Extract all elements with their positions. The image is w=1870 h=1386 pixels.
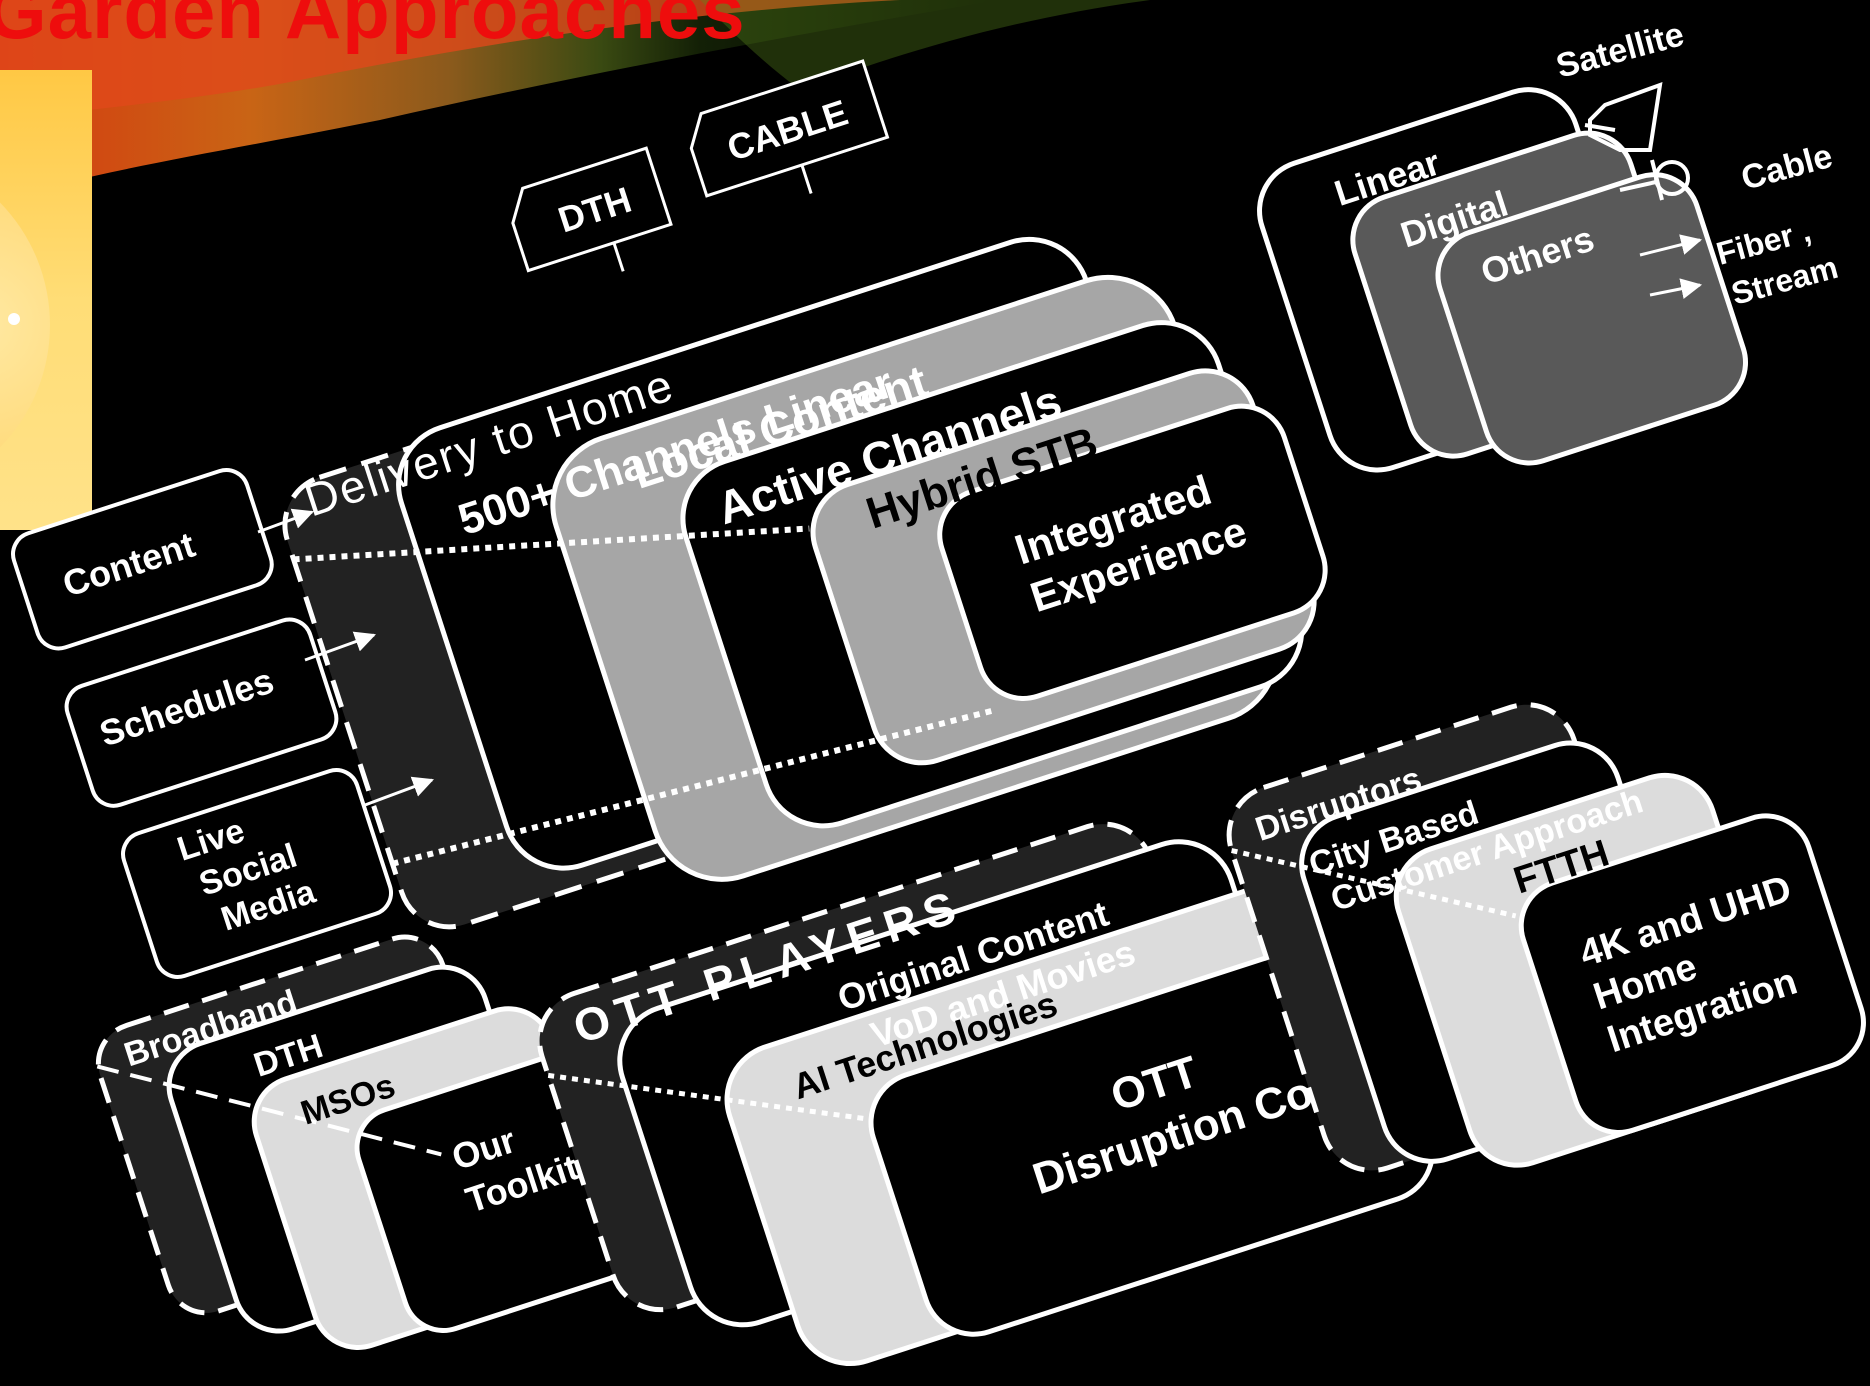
live-social-box: Live Social Media <box>121 768 393 979</box>
sun-highlight-dot <box>8 313 20 325</box>
disruptor-stack: Disruptors City Based Customer Approach … <box>1226 702 1866 1173</box>
cable-icon <box>1619 159 1690 201</box>
header-swoosh <box>0 0 1150 200</box>
content-box: Content <box>11 468 274 651</box>
distribution-stack: Linear Digital Others <box>1257 87 1749 473</box>
fiber-arrow-1 <box>1639 234 1703 257</box>
main-stack: Delivery to Home 500+ Channels Linear Lo… <box>282 236 1328 930</box>
sun-image-panel <box>0 70 92 530</box>
dotted-connector <box>391 707 996 867</box>
fiber-arrow-2 <box>1649 278 1703 300</box>
dotted-connector <box>293 525 810 563</box>
dth-tag: DTH <box>511 146 673 273</box>
cable-label: Cable <box>1737 137 1836 198</box>
slide-title: Garden Approaches <box>0 0 746 55</box>
ott-dotted-connector <box>547 1072 868 1122</box>
bb-dashed-connector <box>96 1064 442 1157</box>
cable-tag: CABLE <box>689 59 890 198</box>
uhd-box <box>1518 813 1866 1135</box>
disruptor-dotted-connector <box>1231 848 1517 919</box>
live-arrow <box>364 776 434 807</box>
schedules-box: Schedules <box>64 617 339 808</box>
content-arrow <box>257 508 314 534</box>
integrated-box <box>937 403 1328 701</box>
satellite-icon <box>1584 81 1663 152</box>
schedules-arrow <box>304 631 376 662</box>
satellite-label: Satellite <box>1552 15 1688 85</box>
